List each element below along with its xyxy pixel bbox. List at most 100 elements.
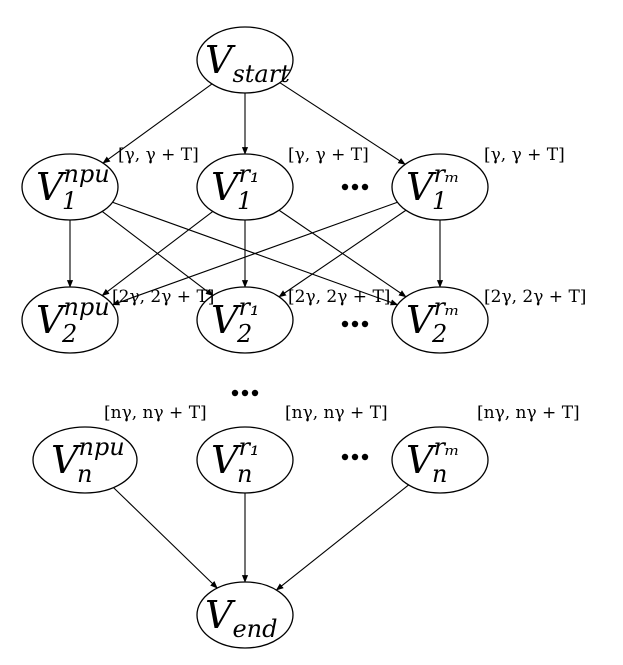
ellipsis-dot [351,183,359,191]
node-label-base: V [406,438,437,482]
node-label-base: V [211,438,242,482]
ellipsis-dot [251,389,259,397]
edge-l1_r1-to-l2_npu [101,211,214,296]
node-label-superscript: rₘ [433,433,459,461]
node-label-subscript: n [77,460,92,488]
node-label-base: V [406,165,437,209]
interval-label-l2-npu: [2γ, 2γ + T] [112,287,214,307]
node-label-subscript: 2 [61,320,77,348]
node-label-subscript: start [232,60,290,88]
node-ellipse [196,286,294,354]
node-label-superscript: rₘ [433,160,459,188]
node-label: Vend [205,593,277,643]
node-label-base: V [36,165,67,209]
ellipsis-dot [241,389,249,397]
node-label-superscript: r₁ [238,293,259,321]
node-start: Vstart [196,26,294,94]
ellipsis-dot [231,389,239,397]
node-ellipse [32,426,138,494]
node-ellipse [196,153,294,221]
node-ellipse [391,286,489,354]
intervals-layer: [γ, γ + T] [γ, γ + T] [γ, γ + T] [2γ, 2γ + … [104,145,586,423]
interval-label-l2-r1: [2γ, 2γ + T] [288,287,390,307]
interval-label-ln-npu: [nγ, nγ + T] [104,403,207,423]
layer-n-ellipsis [341,453,369,461]
layer-1-ellipsis [341,183,369,191]
interval-label-l1-rm: [γ, γ + T] [484,145,565,165]
ellipsis-dot [361,453,369,461]
node-ellipse [196,426,294,494]
node-ellipse [21,153,119,221]
node-label-superscript: r₁ [238,160,259,188]
edge-start-to-l1_npu [102,83,213,164]
node-label-subscript: 1 [237,187,252,215]
node-label-superscript: npu [78,433,124,461]
interval-label-l1-r1: [γ, γ + T] [288,145,369,165]
ellipsis-dots-layer [231,183,369,461]
ellipsis-dot [341,183,349,191]
interval-label-ln-r1: [nγ, nγ + T] [285,403,388,423]
node-ellipse [21,286,119,354]
ellipsis-dot [361,320,369,328]
ellipsis-dot [341,453,349,461]
edge-l1_rm-to-l2_r1 [278,209,407,298]
node-label-base: V [406,298,437,342]
node-label-superscript: rₘ [433,293,459,321]
ellipsis-dot [361,183,369,191]
node-label-superscript: npu [63,293,109,321]
node-label-subscript: 2 [236,320,252,348]
node-label-subscript: end [232,615,277,643]
ellipsis-dot [351,320,359,328]
layer-2-ellipsis [341,320,369,328]
node-label-subscript: n [432,460,447,488]
node-label-base: V [51,438,82,482]
node-end: Vend [196,581,294,649]
node-label-base: V [211,165,242,209]
node-label-subscript: 1 [62,187,77,215]
node-label-superscript: r₁ [238,433,259,461]
edge-ln_rm-to-end [275,484,409,591]
edge-l1_rm-to-l2_npu [111,201,398,306]
edge-ln_npu-to-end [113,487,218,589]
node-ellipse [391,153,489,221]
node-label-base: V [36,298,67,342]
node-label-subscript: 2 [431,320,447,348]
edge-start-to-l1_rm [279,82,406,165]
node-ellipse [196,581,294,649]
node-label-base: V [205,593,236,637]
layers-ellipsis [231,389,259,397]
interval-label-ln-rm: [nγ, nγ + T] [477,403,580,423]
node-label: Vstart [205,38,290,88]
node-label-base: V [211,298,242,342]
edges-layer [66,82,444,591]
interval-label-l2-rm: [2γ, 2γ + T] [484,287,586,307]
node-ellipse [196,26,294,94]
interval-label-l1-npu: [γ, γ + T] [118,145,199,165]
node-label-subscript: n [237,460,252,488]
node-label-base: V [205,38,236,82]
ellipsis-dot [341,320,349,328]
node-label-superscript: npu [63,160,109,188]
ellipsis-dot [351,453,359,461]
node-label-subscript: 1 [432,187,447,215]
